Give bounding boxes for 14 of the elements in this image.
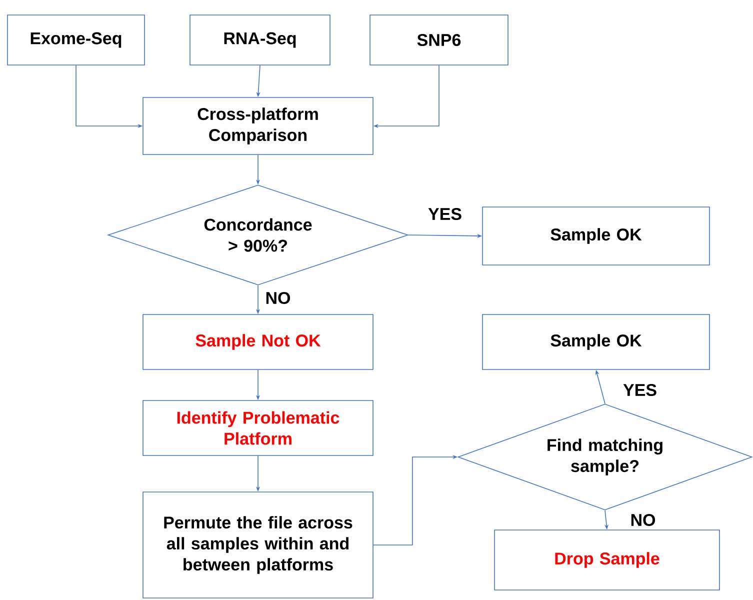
process-box: Permute the file across all samples within and between platforms [142,492,374,598]
edge-label: YES [427,206,463,222]
process-box: Sample OK [482,314,710,370]
process-box: SNP6 [370,14,508,66]
process-box: Cross-platform Comparison [142,97,374,155]
edge-label: YES [622,382,658,398]
edge-label: NO [264,290,292,306]
process-box: Exome-Seq [7,14,145,66]
process-box: Drop Sample [494,530,720,590]
process-box: Sample Not OK [142,314,374,370]
process-box: RNA-Seq [190,14,330,66]
edge-label: NO [629,512,657,527]
process-box: Identify Problematic Platform [142,400,374,456]
process-box: Sample OK [482,206,710,266]
